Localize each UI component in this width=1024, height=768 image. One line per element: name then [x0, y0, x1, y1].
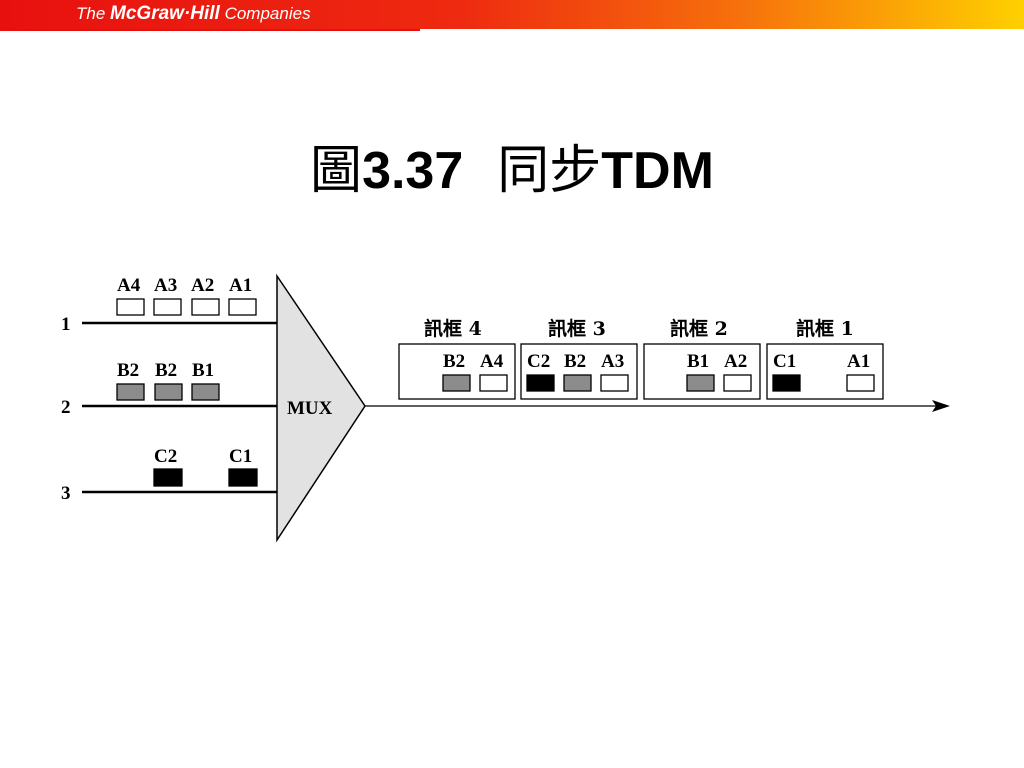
- input-label-2: 2: [61, 397, 71, 418]
- brand-name: McGraw·Hill: [110, 3, 220, 24]
- input-1-unit-box: [116, 298, 145, 316]
- input-2-unit-label: B1: [192, 360, 214, 381]
- frame-slot-label: A1: [847, 351, 870, 372]
- frame-slot-box: [846, 374, 875, 392]
- input-1-unit-box: [228, 298, 257, 316]
- frame-slot-label: A4: [480, 351, 504, 372]
- frame-slot-label: B1: [687, 351, 709, 372]
- frame-label: 訊框 1: [796, 317, 854, 340]
- publisher-logo: The McGraw·Hill Companies: [76, 3, 311, 25]
- frame-slot-box: [479, 374, 508, 392]
- frame-slot-box: [442, 374, 471, 392]
- input-2-unit-box: [154, 383, 183, 401]
- header-underline: [0, 29, 420, 31]
- input-2-unit-box: [116, 383, 145, 401]
- input-1-unit-label: A2: [191, 275, 214, 296]
- output-arrowhead: [932, 400, 950, 412]
- frame-slot-box: [686, 374, 715, 392]
- frame-slot-box: [723, 374, 752, 392]
- frame-label: 訊框 3: [548, 317, 606, 340]
- input-2-unit-label: B2: [155, 360, 177, 381]
- input-3-unit-label: C1: [229, 446, 252, 467]
- header-banner: [0, 0, 1024, 29]
- brand-prefix: The: [76, 4, 106, 23]
- input-3-unit-box: [153, 468, 183, 487]
- frame-slot-label: A2: [724, 351, 747, 372]
- input-3-unit-label: C2: [154, 446, 177, 467]
- frame-label: 訊框 4: [424, 317, 482, 340]
- frame-slot-label: A3: [601, 351, 624, 372]
- title-number: 3.37: [362, 142, 464, 200]
- input-1-unit-label: A1: [229, 275, 252, 296]
- title-figure: 圖: [310, 141, 363, 201]
- input-1-unit-box: [153, 298, 182, 316]
- mux-label: MUX: [287, 398, 333, 419]
- mux-triangle: [276, 273, 366, 543]
- title-text-cjk: 同步: [497, 141, 602, 201]
- page-title: 圖3.37 同步TDM: [0, 128, 1024, 203]
- input-1-unit-label: A3: [154, 275, 177, 296]
- input-1-unit-box: [191, 298, 220, 316]
- input-2-unit-box: [191, 383, 220, 401]
- frame-slot-box: [563, 374, 592, 392]
- frame-slot-label: C2: [527, 351, 550, 372]
- frame-slot-box: [772, 374, 801, 392]
- frame-slot-label: B2: [564, 351, 586, 372]
- frame-slot-label: C1: [773, 351, 796, 372]
- title-text-latin: TDM: [601, 142, 714, 200]
- frame-label: 訊框 2: [670, 317, 728, 340]
- brand-suffix: Companies: [224, 4, 311, 23]
- frame-slot-label: B2: [443, 351, 465, 372]
- input-2-unit-label: B2: [117, 360, 139, 381]
- input-3-unit-box: [228, 468, 258, 487]
- frame-slot-box: [600, 374, 629, 392]
- input-label-1: 1: [61, 314, 71, 335]
- frame-slot-box: [526, 374, 555, 392]
- input-1-unit-label: A4: [117, 275, 141, 296]
- input-label-3: 3: [61, 483, 71, 504]
